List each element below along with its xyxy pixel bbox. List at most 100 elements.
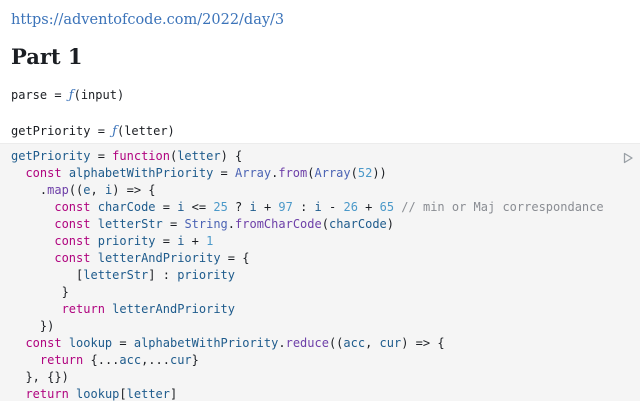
punctuation-token: = { [220, 251, 250, 265]
comment-token: // min or Maj correspondance [401, 200, 604, 214]
code-line: const alphabetWithPriority = Array.from(… [11, 165, 604, 182]
builtin-token: Array [314, 166, 351, 180]
punctuation-token [11, 166, 25, 180]
punctuation-token [69, 387, 76, 401]
number-token: 1 [206, 234, 214, 248]
identifier-token: acc [343, 336, 366, 350]
keyword-token: return [61, 302, 105, 316]
punctuation-token: = [155, 234, 178, 248]
identifier-token: getPriority [11, 149, 91, 163]
punctuation-token: = [155, 200, 178, 214]
code-line: return {...acc,...cur} [11, 352, 604, 369]
punctuation-token: . [278, 336, 286, 350]
day-link[interactable]: https://adventofcode.com/2022/day/3 [11, 12, 285, 28]
punctuation-token: = [162, 217, 185, 231]
punctuation-token: : [292, 200, 315, 214]
punctuation-token: ] : [148, 268, 178, 282]
identifier-token: acc [119, 353, 142, 367]
punctuation-token: } [191, 353, 199, 367]
code-line: }, {}) [11, 369, 604, 386]
code-line: return letterAndPriority [11, 301, 604, 318]
punctuation-token: [ [119, 387, 127, 401]
cell-getpriority-prefix: getPriority = [11, 124, 113, 138]
punctuation-token: - [321, 200, 344, 214]
keyword-token: return [39, 353, 84, 367]
keyword-token: const [54, 200, 91, 214]
punctuation-token [11, 217, 54, 231]
punctuation-token: ( [307, 166, 315, 180]
punctuation-token: , [90, 183, 105, 197]
punctuation-token [11, 234, 54, 248]
number-token: 26 [343, 200, 358, 214]
function-icon[interactable]: ƒ [112, 124, 117, 139]
cell-getpriority[interactable]: getPriority = ƒ(letter) [11, 124, 175, 139]
identifier-token: letterStr [97, 217, 163, 231]
identifier-token: lookup [76, 387, 120, 401]
page-heading: Part 1 [11, 44, 83, 69]
cell-getpriority-args: (letter) [116, 124, 175, 138]
identifier-token: i [177, 234, 185, 248]
punctuation-token: )) [372, 166, 387, 180]
punctuation-token: = [90, 149, 113, 163]
keyword-token: const [54, 251, 91, 265]
builtin-token: String [184, 217, 228, 231]
number-token: 25 [213, 200, 228, 214]
method-token: from [278, 166, 308, 180]
punctuation-token: }) [11, 319, 55, 333]
code-line: }) [11, 318, 604, 335]
code-editor[interactable]: getPriority = function(letter) { const a… [0, 143, 640, 401]
function-icon[interactable]: ƒ [68, 88, 74, 103]
punctuation-token: <= [184, 200, 214, 214]
punctuation-token [11, 302, 62, 316]
punctuation-token [11, 353, 40, 367]
punctuation-token: ] [170, 387, 178, 401]
punctuation-token: [ [11, 268, 84, 282]
punctuation-token: ( [350, 166, 358, 180]
code-line: return lookup[letter] [11, 386, 604, 403]
code-line: } [11, 284, 604, 301]
identifier-token: priority [177, 268, 235, 282]
identifier-token: letterAndPriority [97, 251, 221, 265]
keyword-token: return [25, 387, 69, 401]
punctuation-token: ) => { [401, 336, 445, 350]
punctuation-token: + [357, 200, 380, 214]
punctuation-token: ) [386, 217, 394, 231]
punctuation-token: ,... [141, 353, 170, 367]
code-content[interactable]: getPriority = function(letter) { const a… [11, 148, 604, 403]
identifier-token: priority [97, 234, 156, 248]
identifier-token: alphabetWithPriority [133, 336, 279, 350]
identifier-token: letter [177, 149, 221, 163]
identifier-token: letterAndPriority [112, 302, 235, 316]
punctuation-token: . [271, 166, 279, 180]
keyword-token: const [25, 166, 62, 180]
code-line: getPriority = function(letter) { [11, 148, 604, 165]
identifier-token: cur [169, 353, 192, 367]
punctuation-token [11, 200, 54, 214]
code-line: const lookup = alphabetWithPriority.redu… [11, 335, 604, 352]
play-icon[interactable] [622, 152, 634, 164]
punctuation-token: (( [328, 336, 344, 350]
cell-parse-args: (input) [73, 88, 125, 102]
punctuation-token: ( [321, 217, 329, 231]
identifier-token: charCode [328, 217, 387, 231]
punctuation-token: = [112, 336, 134, 350]
number-token: 97 [278, 200, 293, 214]
keyword-token: const [54, 234, 91, 248]
punctuation-token: . [227, 217, 236, 231]
punctuation-token: } [11, 285, 69, 299]
identifier-token: charCode [97, 200, 156, 214]
punctuation-token: . [11, 183, 48, 197]
number-token: 65 [379, 200, 395, 214]
punctuation-token: = [213, 166, 235, 180]
punctuation-token: + [184, 234, 207, 248]
identifier-token: i [177, 200, 185, 214]
builtin-token: Array [235, 166, 272, 180]
code-line: const letterAndPriority = { [11, 250, 604, 267]
keyword-token: const [25, 336, 62, 350]
punctuation-token [62, 336, 69, 350]
code-line: [letterStr] : priority [11, 267, 604, 284]
method-token: reduce [285, 336, 329, 350]
punctuation-token [11, 336, 25, 350]
cell-parse[interactable]: parse = ƒ(input) [11, 88, 124, 103]
punctuation-token: + [256, 200, 279, 214]
